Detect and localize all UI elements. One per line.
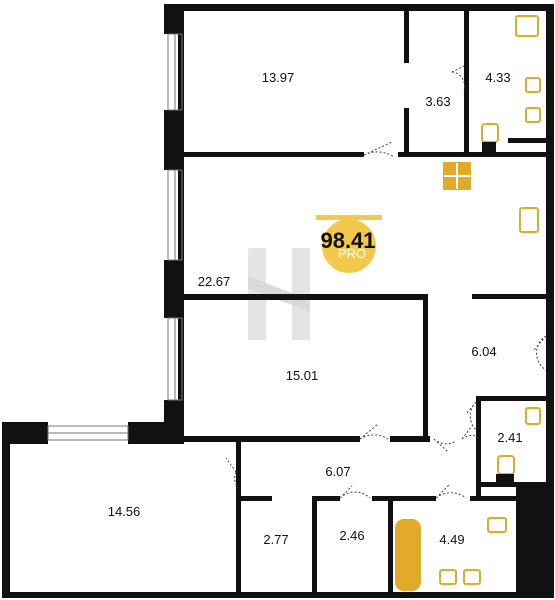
total-area-badge: PRO 98.41 xyxy=(316,215,382,273)
sink-icon xyxy=(515,15,539,37)
sink-icon xyxy=(525,77,541,93)
room-area-hall-right: 6.04 xyxy=(471,344,496,359)
sink-icon xyxy=(487,517,507,533)
sink-icon xyxy=(439,569,457,585)
fixtures xyxy=(395,15,541,591)
room-area-bedroom-top: 13.97 xyxy=(262,70,295,85)
sink-icon xyxy=(519,207,539,233)
room-area-storage-1: 2.77 xyxy=(263,532,288,547)
room-area-storage-2: 2.46 xyxy=(339,528,364,543)
sink-icon xyxy=(525,407,541,425)
room-area-bathroom-top: 4.33 xyxy=(485,70,510,85)
room-area-corridor: 6.07 xyxy=(325,464,350,479)
bathtub-icon xyxy=(395,519,421,591)
room-area-wc: 2.41 xyxy=(497,430,522,445)
stove-icon xyxy=(443,162,471,190)
room-area-closet-top: 3.63 xyxy=(425,94,450,109)
badge-text: PRO xyxy=(338,246,366,261)
sink-icon xyxy=(525,107,541,123)
sink-icon xyxy=(463,569,481,585)
walls xyxy=(2,4,554,598)
room-area-living-kitchen: 22.67 xyxy=(198,274,231,289)
room-area-bathroom-bottom: 4.49 xyxy=(439,532,464,547)
doors xyxy=(225,65,547,499)
room-area-bedroom-middle: 15.01 xyxy=(286,368,319,383)
toilet-icon xyxy=(497,455,515,475)
total-area: 98.41 xyxy=(320,228,375,253)
toilet-icon xyxy=(481,123,499,143)
room-area-bedroom-left: 14.56 xyxy=(108,504,141,519)
room-labels: 13.97 3.63 4.33 22.67 6.04 15.01 2.41 6.… xyxy=(108,70,523,547)
windows xyxy=(47,33,183,441)
